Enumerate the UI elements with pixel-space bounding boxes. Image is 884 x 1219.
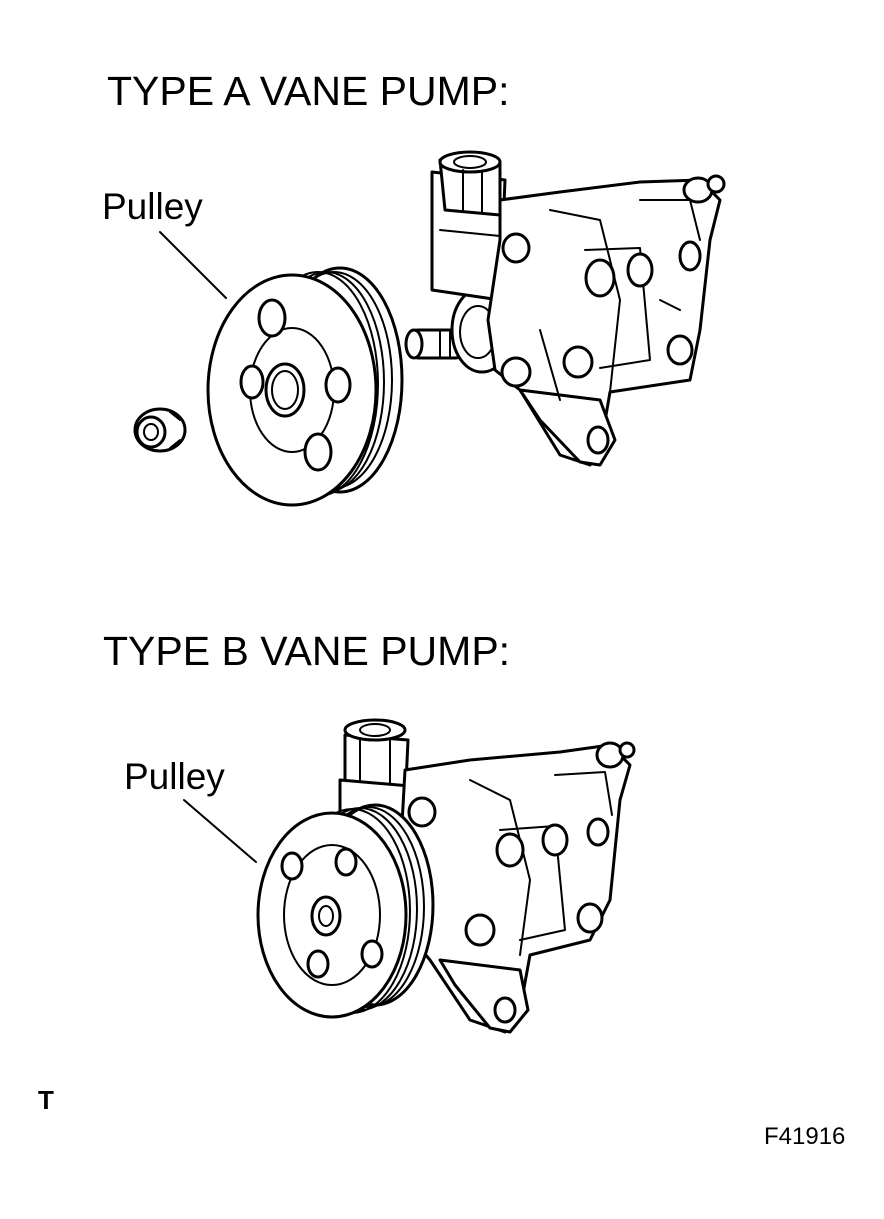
figure-code: F41916 (764, 1123, 846, 1150)
type-b-pump-body (338, 718, 636, 1034)
type-a-nut (133, 407, 187, 453)
type-a-leader-line (159, 231, 227, 299)
type-b-illustration (183, 718, 636, 1034)
type-b-heading: TYPE B VANE PUMP: (103, 628, 511, 674)
corner-mark: T (38, 1085, 54, 1115)
type-a-illustration (133, 150, 726, 507)
type-a-pump-body (404, 150, 726, 467)
type-b-leader-line (183, 799, 257, 863)
type-a-pulley-label: Pulley (102, 186, 203, 227)
type-b-pulley-label: Pulley (124, 756, 225, 797)
type-a-heading: TYPE A VANE PUMP: (107, 68, 510, 114)
type-b-pulley (256, 803, 435, 1019)
type-a-pulley (206, 266, 404, 507)
